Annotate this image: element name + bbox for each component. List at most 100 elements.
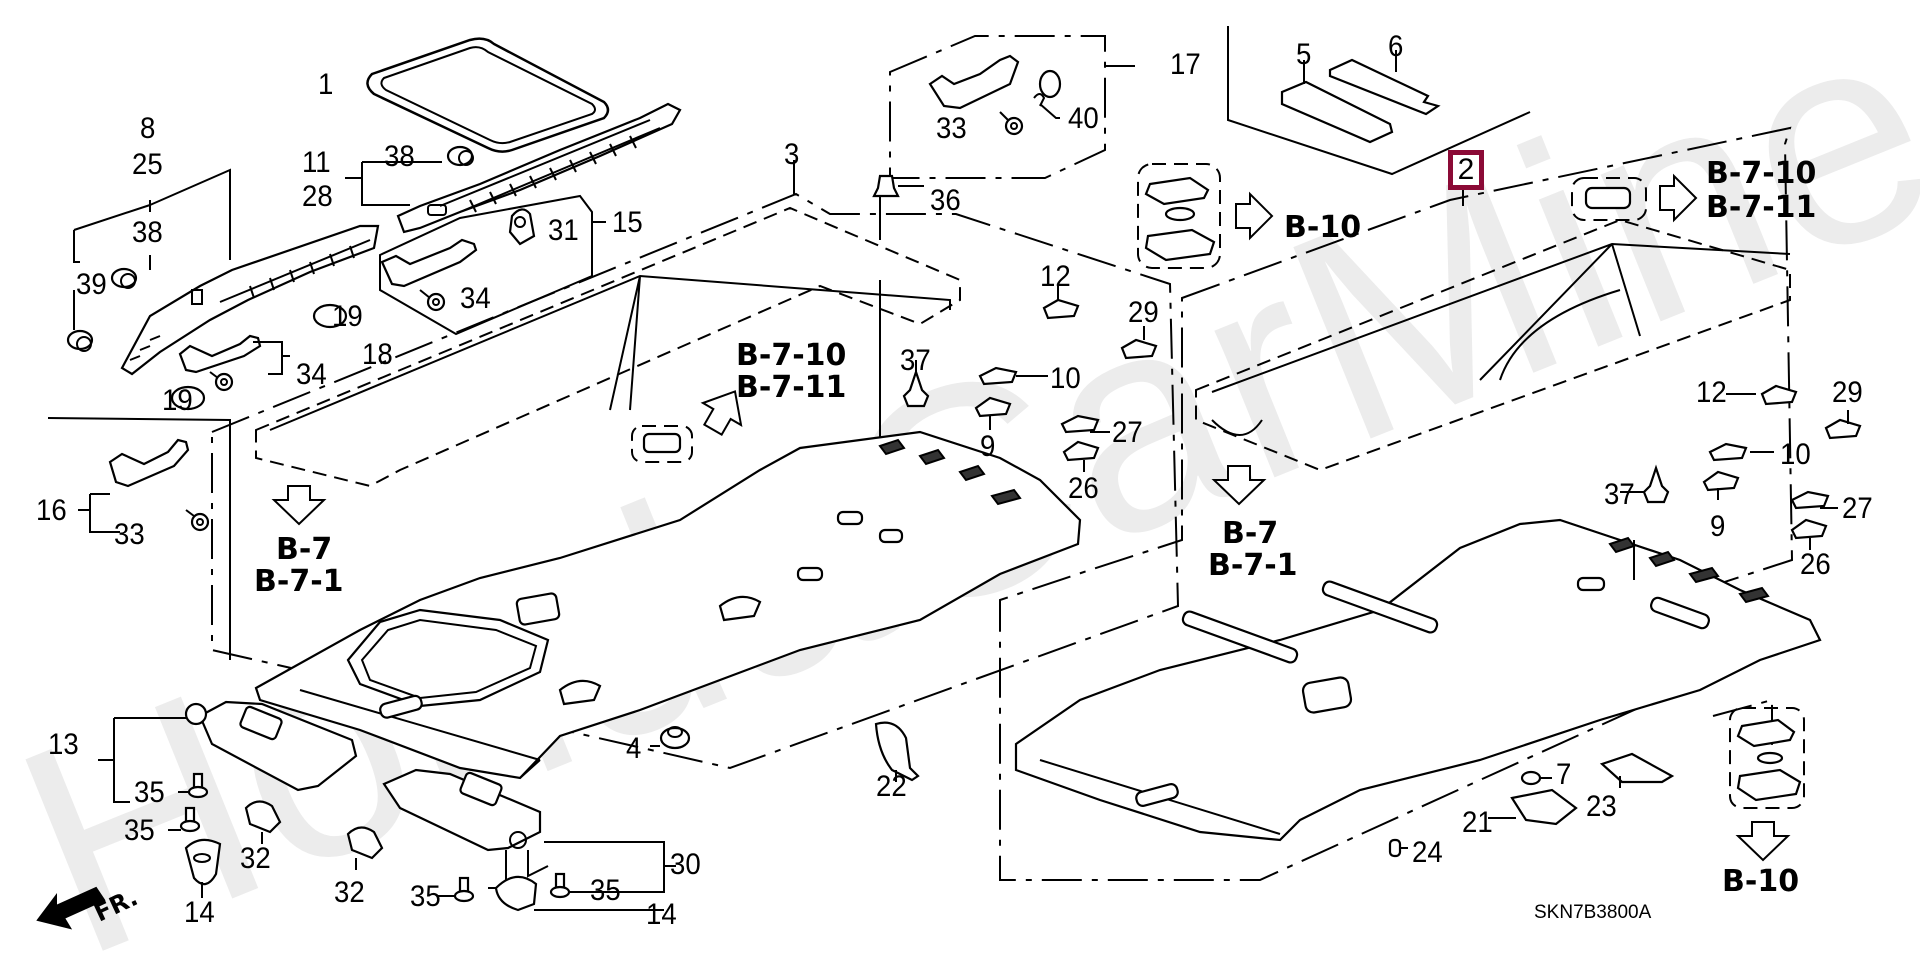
screw-35-b bbox=[168, 806, 201, 833]
callout-5: 5 bbox=[1296, 38, 1312, 71]
callout-9-right: 9 bbox=[1710, 510, 1726, 543]
part-5-panel bbox=[1280, 80, 1394, 144]
callout-18: 18 bbox=[362, 338, 393, 371]
ref-b7-1-left[interactable]: B-7-1 bbox=[254, 564, 344, 599]
clip-39 bbox=[66, 329, 94, 352]
clip-38-left bbox=[110, 267, 138, 289]
callout-27-mid: 27 bbox=[1112, 416, 1143, 449]
part-7-washer bbox=[1520, 770, 1552, 786]
callout-30: 30 bbox=[670, 848, 701, 881]
callout-26-mid: 26 bbox=[1068, 472, 1099, 505]
callout-27-right: 27 bbox=[1842, 492, 1873, 525]
arrow-b10-bottom bbox=[1735, 821, 1791, 862]
group-box-5-6 bbox=[1227, 26, 1531, 176]
callout-34-upper: 34 bbox=[460, 282, 491, 315]
callout-21: 21 bbox=[1462, 806, 1493, 839]
ref-b7-left[interactable]: B-7 bbox=[276, 532, 333, 567]
callout-31: 31 bbox=[548, 214, 579, 247]
callout-33-top: 33 bbox=[936, 112, 967, 145]
callout-32-a: 32 bbox=[240, 842, 271, 875]
ref-b7-right[interactable]: B-7 bbox=[1222, 516, 1279, 551]
cap-19-lower bbox=[170, 385, 206, 411]
part-1-sunroof-seal bbox=[366, 37, 610, 153]
screw-34-upper bbox=[419, 289, 446, 312]
callout-7: 7 bbox=[1556, 758, 1572, 791]
callout-13: 13 bbox=[48, 728, 79, 761]
callout-9-mid: 9 bbox=[980, 430, 996, 463]
callout-14-a: 14 bbox=[184, 896, 215, 929]
callout-15: 15 bbox=[612, 206, 643, 239]
callout-33-left: 33 bbox=[114, 518, 145, 551]
clip-38-upper bbox=[446, 145, 474, 167]
screw-35-a bbox=[178, 772, 209, 799]
callout-23: 23 bbox=[1586, 790, 1617, 823]
ref-b7-10-mid[interactable]: B-7-10 bbox=[736, 338, 847, 373]
callout-24: 24 bbox=[1412, 836, 1443, 869]
group-box-16 bbox=[47, 417, 231, 660]
screw-33-top bbox=[999, 111, 1024, 136]
callout-26-right: 26 bbox=[1800, 548, 1831, 581]
part-40-clip bbox=[1033, 69, 1062, 119]
holder-32-b bbox=[346, 826, 384, 870]
ref-b7-11-right[interactable]: B-7-11 bbox=[1706, 190, 1817, 225]
callout-17: 17 bbox=[1170, 48, 1201, 81]
ref-b10-top[interactable]: B-10 bbox=[1284, 210, 1362, 245]
callout-8: 8 bbox=[140, 112, 156, 145]
callout-37-right: 37 bbox=[1604, 478, 1635, 511]
part-3-headliner bbox=[254, 430, 1082, 780]
callout-37-mid: 37 bbox=[900, 344, 931, 377]
part-24-plug bbox=[1388, 838, 1408, 858]
drawing-code: SKN7B3800A bbox=[1534, 902, 1652, 923]
part-8-rail bbox=[120, 224, 380, 376]
clips-right bbox=[1620, 384, 1862, 550]
callout-16: 16 bbox=[36, 494, 67, 527]
callout-35-b: 35 bbox=[124, 814, 155, 847]
callout-38-left: 38 bbox=[132, 216, 163, 249]
callout-29-mid: 29 bbox=[1128, 296, 1159, 329]
arrow-b7-left bbox=[271, 485, 327, 526]
callout-10-mid: 10 bbox=[1050, 362, 1081, 395]
callout-35-a: 35 bbox=[134, 776, 165, 809]
ref-b7-1-right[interactable]: B-7-1 bbox=[1208, 548, 1298, 583]
ref-b7-10-right[interactable]: B-7-10 bbox=[1706, 156, 1817, 191]
part-11-rail bbox=[396, 102, 682, 234]
ref-b7-11-mid[interactable]: B-7-11 bbox=[736, 370, 847, 405]
arrow-b7-right bbox=[1211, 465, 1267, 506]
callout-11: 11 bbox=[302, 146, 331, 179]
part-13-sunvisor bbox=[198, 700, 358, 792]
holder-32-a bbox=[244, 800, 282, 844]
clip-36 bbox=[872, 174, 900, 198]
clips-middle bbox=[902, 286, 1158, 472]
part-30-sunvisor bbox=[382, 768, 542, 852]
cap-19-upper bbox=[312, 303, 348, 329]
callout-29-right: 29 bbox=[1832, 376, 1863, 409]
arrow-b710-mid bbox=[700, 390, 743, 436]
leader-8-25 bbox=[73, 168, 231, 330]
callout-36: 36 bbox=[930, 184, 961, 217]
screw-33-left bbox=[185, 509, 210, 532]
part-2-headliner bbox=[1014, 518, 1822, 842]
group-box-3 bbox=[211, 192, 1180, 770]
callout-35-c: 35 bbox=[410, 880, 441, 913]
callout-19-upper: 19 bbox=[332, 300, 363, 333]
callout-12-right: 12 bbox=[1696, 376, 1727, 409]
part-31-clip bbox=[508, 208, 536, 246]
part-21-lamp bbox=[1488, 788, 1578, 826]
callout-28: 28 bbox=[302, 180, 333, 213]
group-box-2 bbox=[999, 126, 1794, 881]
ref-b10-bottom[interactable]: B-10 bbox=[1722, 864, 1800, 899]
callout-40: 40 bbox=[1068, 102, 1099, 135]
callout-39: 39 bbox=[76, 268, 107, 301]
callout-2-highlighted[interactable]: 2 bbox=[1448, 150, 1484, 190]
callout-4: 4 bbox=[626, 732, 642, 765]
callout-10-right: 10 bbox=[1780, 438, 1811, 471]
part-23-cover bbox=[1599, 752, 1675, 788]
callout-19-lower: 19 bbox=[162, 384, 193, 417]
cap-14-a bbox=[184, 838, 222, 898]
callout-1: 1 bbox=[318, 68, 334, 101]
part-18-handle bbox=[178, 334, 262, 374]
arrow-b710-right bbox=[1659, 173, 1698, 223]
dome-lamp-group-bottom bbox=[1712, 698, 1805, 809]
